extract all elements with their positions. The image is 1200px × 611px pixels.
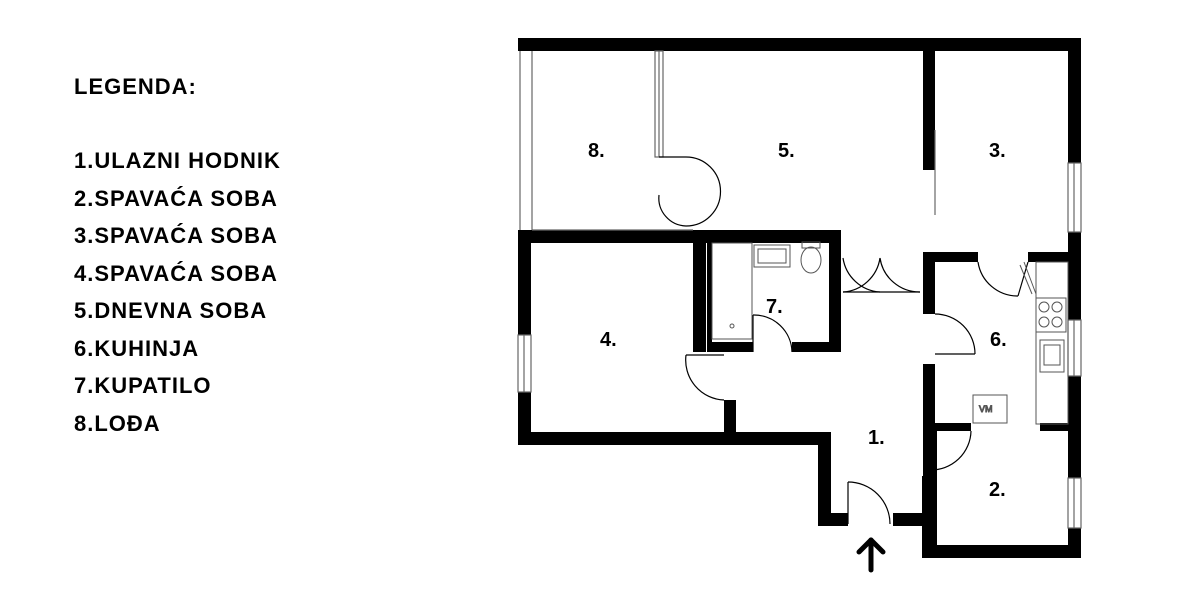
bathtub-icon xyxy=(711,242,753,340)
kitchen-fixtures: VM xyxy=(972,261,1069,425)
legend-title: LEGENDA: xyxy=(74,74,197,99)
kitchen-sink-basin xyxy=(1043,344,1061,366)
stove-burner-2 xyxy=(1051,301,1063,313)
bathtub-drain xyxy=(729,323,735,329)
room-label-bedroom-2: 2. xyxy=(989,479,1006,501)
legend-item-living-room: 5.DNEVNA SOBA xyxy=(74,298,268,323)
legend-item-bedroom-4: 4.SPAVAĆA SOBA xyxy=(74,260,278,286)
room-label-loggia: 8. xyxy=(588,140,605,162)
room-label-living-room: 5. xyxy=(778,140,795,162)
legend-item-bedroom-2: 2.SPAVAĆA SOBA xyxy=(74,185,278,211)
bathroom-sink-icon xyxy=(753,244,791,268)
stove-icon xyxy=(1035,297,1067,333)
legend-item-kitchen: 6.KUHINJA xyxy=(74,335,200,361)
room-labels: 8. 5. 3. 4. 7. 6. 1. 2. xyxy=(588,140,1007,501)
bathroom-sink-basin xyxy=(757,248,787,264)
legend-item-loggia: 8.LOĐA xyxy=(74,410,161,436)
room-label-bedroom-4: 4. xyxy=(600,329,617,351)
room-label-entrance-hall: 1. xyxy=(868,427,885,449)
room-label-bedroom-3: 3. xyxy=(989,140,1006,162)
stove-burner-1 xyxy=(1038,301,1050,313)
kitchen-counter xyxy=(1035,261,1069,425)
entrance-arrow-icon xyxy=(856,537,886,573)
stove-burner-4 xyxy=(1051,316,1063,328)
legend-list: 1.ULAZNI HODNIK 2.SPAVAĆA SOBA 3.SPAVAĆA… xyxy=(74,148,281,448)
bathroom-fixtures xyxy=(711,241,822,340)
room-label-bathroom: 7. xyxy=(766,296,783,318)
stove-burner-3 xyxy=(1038,316,1050,328)
room-label-kitchen: 6. xyxy=(990,329,1007,351)
legend-item-entrance-hall: 1.ULAZNI HODNIK xyxy=(74,148,281,173)
legend-item-bedroom-3: 3.SPAVAĆA SOBA xyxy=(74,223,278,248)
toilet-tank xyxy=(801,241,821,249)
washing-machine-icon xyxy=(972,394,1008,424)
washing-machine-label: VM xyxy=(979,404,993,414)
kitchen-sink-icon xyxy=(1039,339,1065,373)
walls xyxy=(518,38,1081,558)
legend-item-bathroom: 7.KUPATILO xyxy=(74,373,212,398)
doors xyxy=(658,156,1029,525)
toilet-icon xyxy=(800,246,822,274)
thin-lines xyxy=(517,50,1082,529)
